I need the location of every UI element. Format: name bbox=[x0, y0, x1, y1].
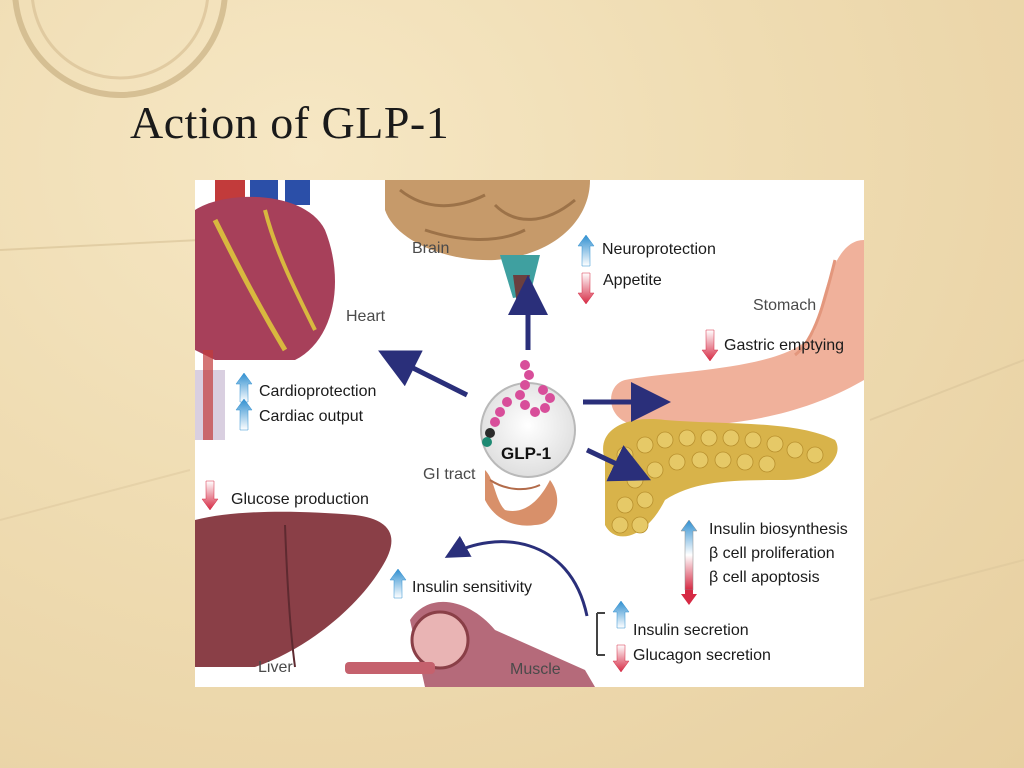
slide-title: Action of GLP-1 bbox=[130, 97, 450, 148]
liver-illustration bbox=[195, 511, 392, 668]
heart-label: Heart bbox=[346, 308, 386, 325]
glp1-molecule bbox=[480, 360, 576, 478]
insulin-biosynthesis-label: Insulin biosynthesis bbox=[709, 521, 848, 538]
muscle-illustration bbox=[345, 601, 595, 687]
diagram-artwork bbox=[195, 180, 864, 687]
effect-arrows bbox=[378, 275, 671, 617]
change-indicators bbox=[201, 234, 719, 673]
beta-cell-proliferation-label: β cell proliferation bbox=[709, 545, 835, 562]
stomach-label: Stomach bbox=[753, 297, 817, 314]
gi-tract-illustration bbox=[485, 470, 558, 526]
insulin-secretion-label: Insulin secretion bbox=[633, 622, 749, 639]
gi-tract-label: GI tract bbox=[423, 466, 476, 483]
stomach-illustration bbox=[611, 240, 864, 427]
cardiac-output-label: Cardiac output bbox=[259, 408, 364, 425]
glp1-label: GLP-1 bbox=[501, 444, 552, 463]
liver-label: Liver bbox=[258, 659, 293, 676]
insulin-sensitivity-label: Insulin sensitivity bbox=[412, 579, 533, 596]
glucagon-secretion-label: Glucagon secretion bbox=[633, 647, 771, 664]
muscle-label: Muscle bbox=[510, 661, 561, 678]
cardioprotection-label: Cardioprotection bbox=[259, 383, 377, 400]
heart-illustration bbox=[195, 180, 335, 440]
appetite-label: Appetite bbox=[603, 272, 662, 289]
brain-label: Brain bbox=[412, 240, 450, 257]
beta-cell-apoptosis-label: β cell apoptosis bbox=[709, 569, 820, 586]
glucose-production-label: Glucose production bbox=[231, 491, 369, 508]
neuroprotection-label: Neuroprotection bbox=[602, 241, 716, 258]
glp1-diagram: GLP-1 Brain Heart Stomach GI tract Liver… bbox=[195, 180, 864, 687]
gastric-emptying-label: Gastric emptying bbox=[724, 337, 845, 354]
pancreas-illustration bbox=[603, 419, 838, 537]
